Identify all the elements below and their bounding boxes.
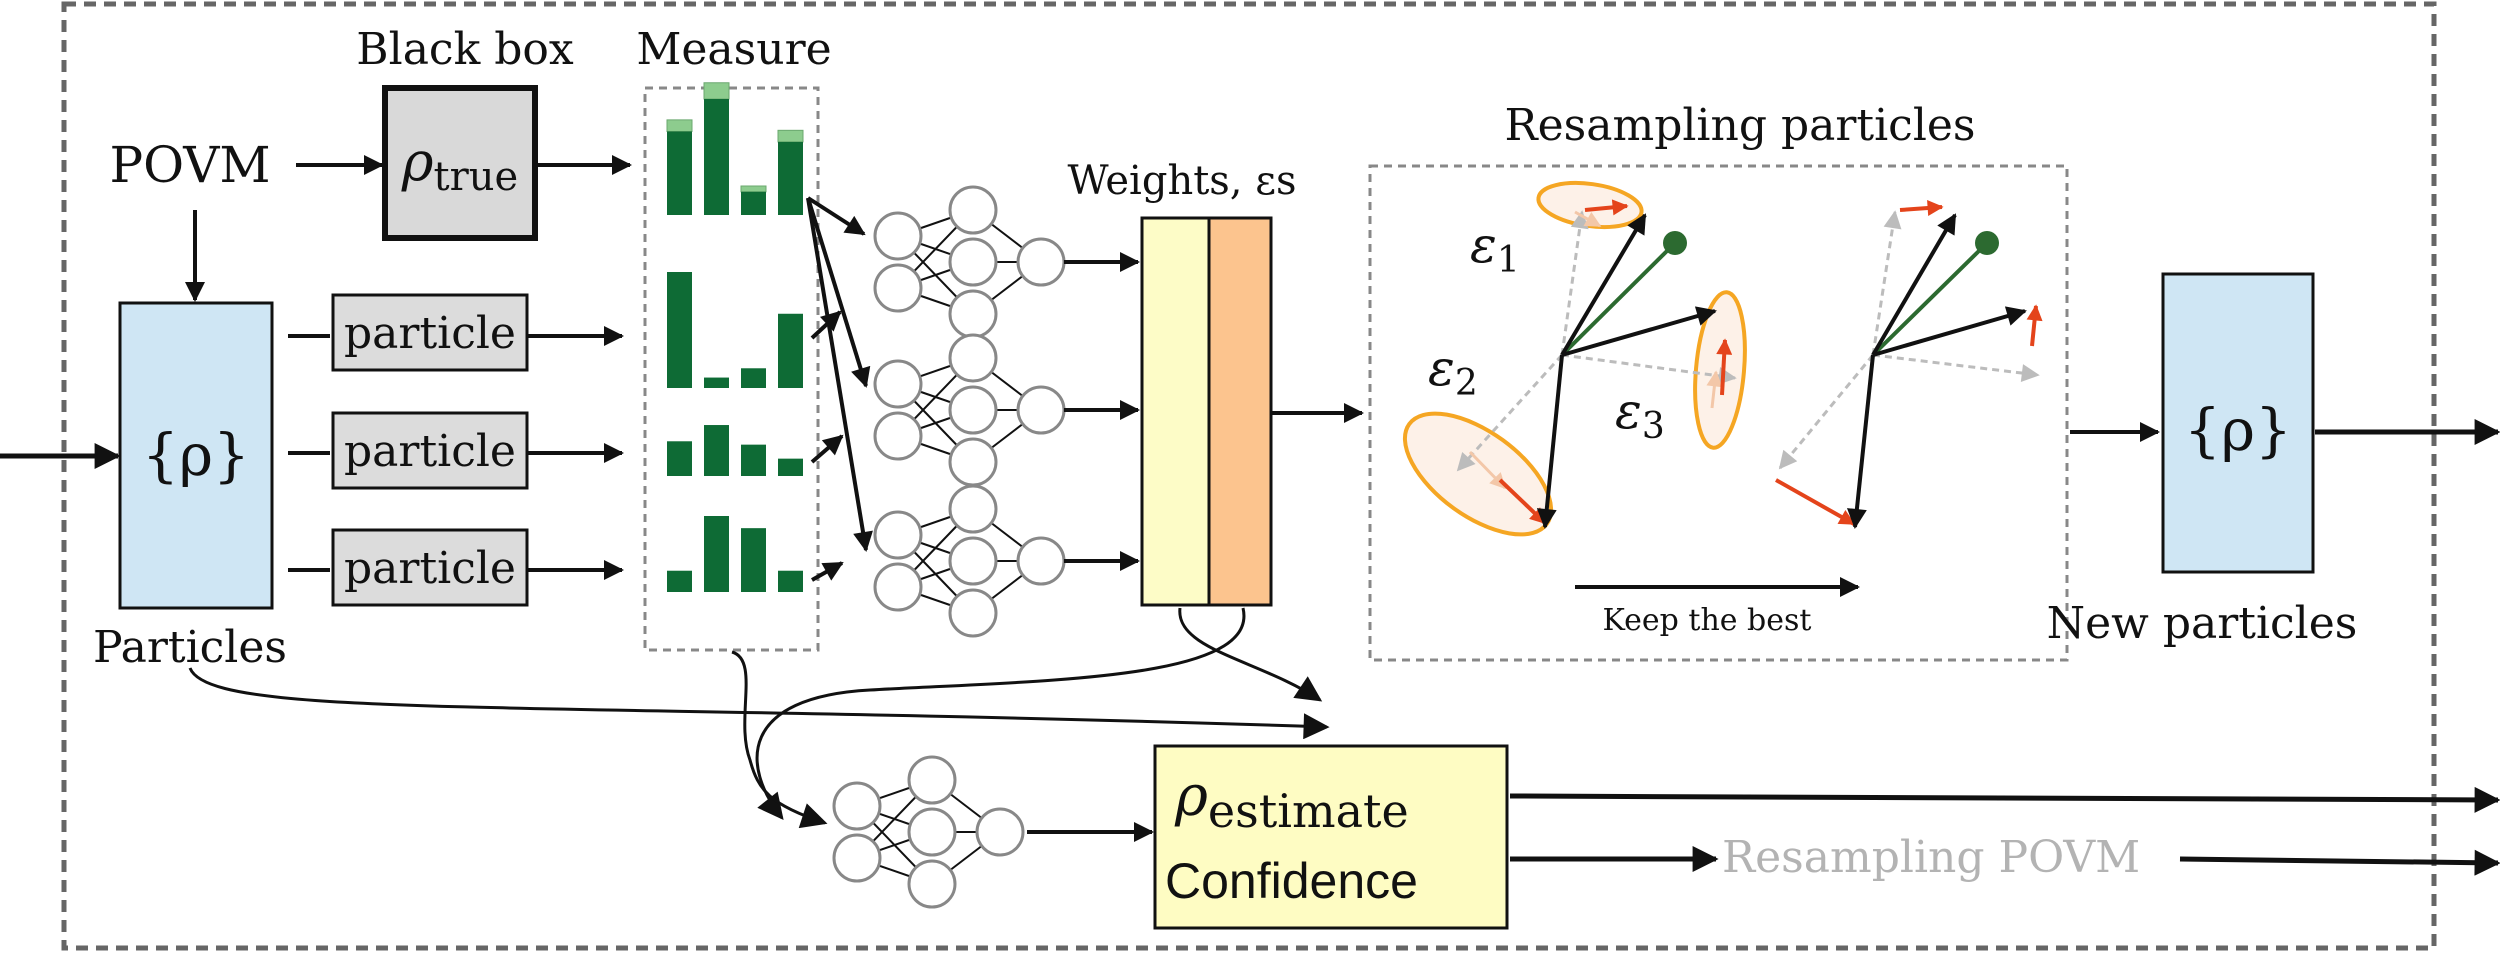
network-node bbox=[948, 237, 998, 287]
histogram-bar bbox=[704, 377, 729, 388]
neural-network bbox=[873, 484, 1140, 638]
network-node bbox=[948, 484, 998, 534]
histogram-bar-light bbox=[666, 119, 693, 132]
network-node bbox=[1016, 237, 1066, 287]
new-particles-box bbox=[2161, 272, 2315, 574]
new-particles-symbol: {ρ} bbox=[2184, 396, 2292, 464]
weights-title: Weights, εs bbox=[1068, 158, 1297, 204]
measure-title: Measure bbox=[636, 24, 831, 75]
histogram-bar bbox=[667, 272, 692, 388]
rho-true-label: ρtrue bbox=[401, 130, 518, 200]
curve-arrows bbox=[188, 607, 1330, 829]
network-node bbox=[1016, 536, 1066, 586]
network-node bbox=[873, 562, 923, 612]
particle-box-2: particle bbox=[288, 411, 624, 490]
measure-panel bbox=[643, 86, 820, 652]
true-state-dot-right bbox=[1975, 231, 1999, 255]
network-node bbox=[948, 536, 998, 586]
network-node bbox=[948, 588, 998, 638]
neural-network bbox=[873, 333, 1140, 487]
network-node bbox=[948, 185, 998, 235]
histogram-bar bbox=[741, 444, 766, 476]
histogram-bar bbox=[778, 458, 803, 476]
black-box-title: Black box bbox=[356, 24, 574, 75]
histogram-bar-light bbox=[740, 185, 767, 193]
network-node bbox=[873, 510, 923, 560]
histogram-bar bbox=[704, 425, 729, 476]
keep-best-label: Keep the best bbox=[1603, 603, 1812, 638]
histogram-bar bbox=[741, 528, 766, 592]
rho-true-box bbox=[382, 85, 538, 241]
particles-set-box bbox=[118, 301, 274, 610]
histogram-bar bbox=[667, 131, 692, 215]
measure-histograms bbox=[666, 82, 804, 592]
true-state-dot-left bbox=[1663, 231, 1687, 255]
network-node bbox=[975, 807, 1025, 857]
weights-bar-yellow bbox=[1140, 216, 1211, 607]
resampling-title: Resampling particles bbox=[1504, 100, 1975, 151]
network-node bbox=[832, 781, 882, 831]
network-node bbox=[873, 411, 923, 461]
histogram-bar bbox=[667, 441, 692, 476]
network-node bbox=[873, 211, 923, 261]
network-node bbox=[873, 263, 923, 313]
new-particles-label: New particles bbox=[2047, 598, 2358, 649]
epsilon-1-label: ε1 bbox=[1470, 216, 1520, 281]
histogram-bar bbox=[778, 313, 803, 388]
rho-estimate-label: ρestimate bbox=[1174, 764, 1409, 838]
network-node bbox=[948, 385, 998, 435]
network-node bbox=[948, 289, 998, 339]
histogram-bar bbox=[778, 141, 803, 215]
histogram-bar bbox=[704, 516, 729, 592]
resampling-after bbox=[1775, 200, 2043, 529]
network-node bbox=[873, 359, 923, 409]
histogram-bar bbox=[741, 191, 766, 215]
output-povm-arrow bbox=[2179, 849, 2500, 876]
network-node bbox=[1016, 385, 1066, 435]
outer-frame bbox=[61, 1, 2437, 951]
resampling-before: ε1 ε2 ε3 bbox=[1402, 180, 1747, 537]
particle-box-1: particle bbox=[288, 293, 624, 372]
uncertainty-ellipse-2 bbox=[1402, 411, 1554, 537]
particle-label-2: particle bbox=[344, 426, 516, 477]
histogram-to-network-arrows bbox=[806, 196, 873, 582]
particles-label: Particles bbox=[93, 622, 287, 673]
network-node bbox=[948, 333, 998, 383]
neural-network bbox=[873, 185, 1140, 339]
neural-networks bbox=[832, 185, 1140, 909]
epsilon-3-label: ε3 bbox=[1615, 382, 1665, 447]
particle-label-1: particle bbox=[344, 308, 516, 359]
histogram-bar bbox=[741, 368, 766, 388]
network-node bbox=[907, 807, 957, 857]
estimate-box bbox=[1153, 744, 1509, 930]
neural-network bbox=[832, 755, 1025, 909]
histogram-bar-light bbox=[703, 82, 730, 100]
histogram-bar bbox=[778, 570, 803, 592]
particle-box-3: particle bbox=[288, 528, 624, 607]
resampling-panel bbox=[1368, 164, 2069, 662]
network-node bbox=[907, 859, 957, 909]
output-estimate-arrow bbox=[1509, 786, 2500, 813]
particles-set-symbol: {ρ} bbox=[142, 421, 250, 489]
histogram-bar bbox=[667, 570, 692, 592]
povm-label: POVM bbox=[109, 136, 270, 194]
network-node bbox=[948, 437, 998, 487]
histogram-bar-light bbox=[777, 129, 804, 143]
particle-label-3: particle bbox=[344, 543, 516, 594]
network-node bbox=[907, 755, 957, 805]
network-node bbox=[832, 833, 882, 883]
confidence-label: Confidence bbox=[1165, 853, 1418, 909]
uncertainty-ellipse-1 bbox=[1536, 180, 1644, 230]
resampling-povm-label: Resampling POVM bbox=[1722, 832, 2140, 883]
epsilon-2-label: ε2 bbox=[1428, 339, 1478, 404]
histogram-bar bbox=[704, 99, 729, 215]
weights-bar-orange bbox=[1207, 216, 1273, 607]
